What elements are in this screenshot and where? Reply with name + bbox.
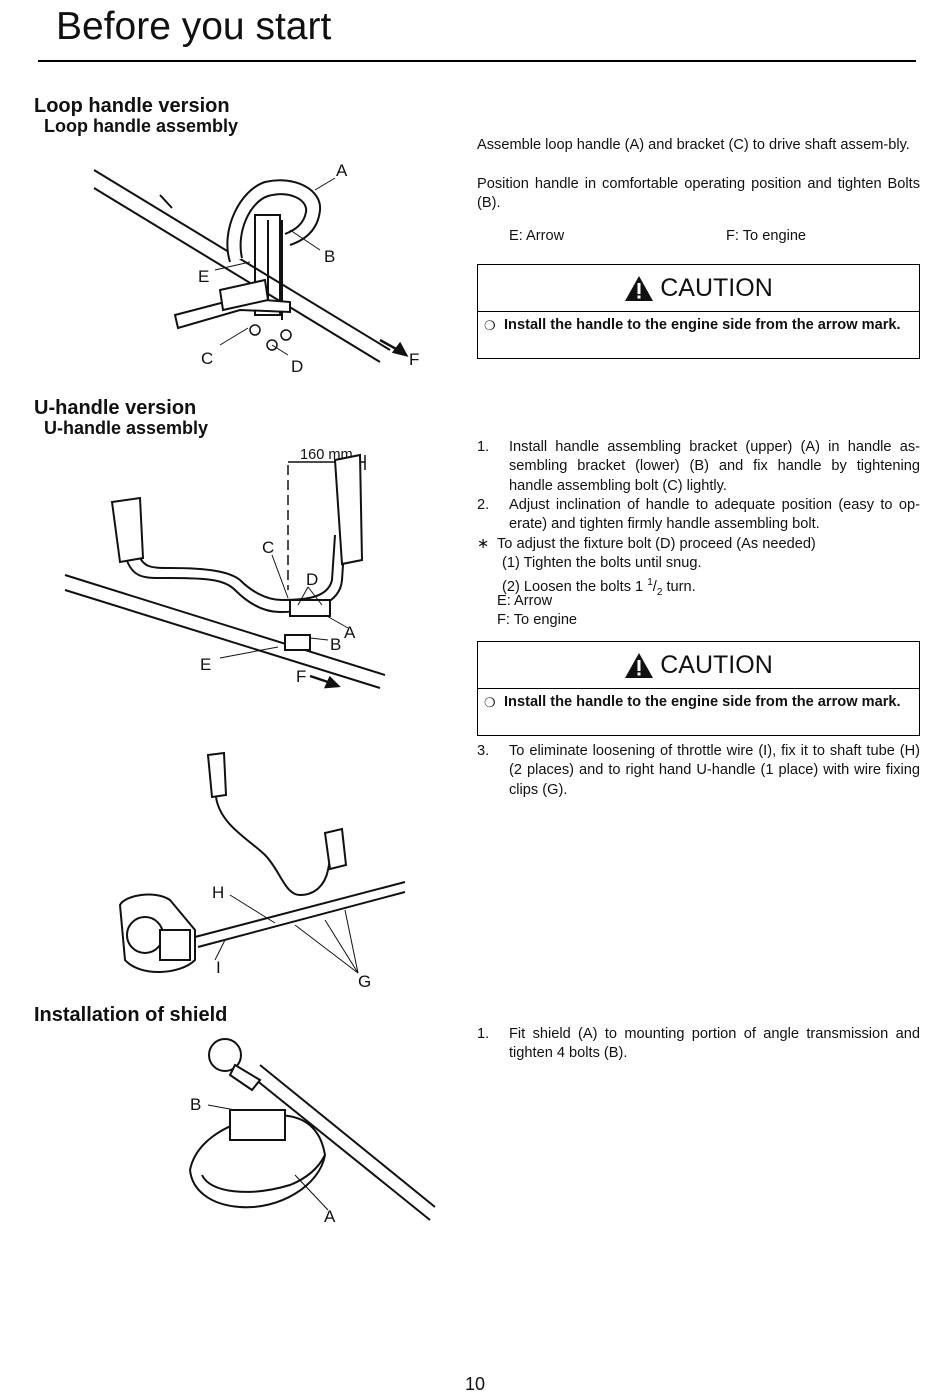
loop-label-b: B (324, 247, 335, 266)
u-note: ∗ To adjust the fixture bolt (D) proceed … (477, 535, 920, 554)
shield-step-1-text: Fit shield (A) to mounting portion of an… (509, 1026, 920, 1062)
throttle-label-i: I (216, 958, 221, 977)
loop-label-f: F (409, 350, 419, 369)
u-sub-2: (2) Loosen the bolts 1 1/2 turn. (502, 577, 696, 598)
u-handle-illustration (206, 751, 348, 897)
u-caution-text: Install the handle to the engine side fr… (504, 694, 901, 710)
u-note-text: To adjust the fixture bolt (D) proceed (… (497, 536, 816, 552)
u-step-2-text: Adjust inclination of handle to adequate… (509, 497, 920, 533)
shield-illustration (188, 1109, 327, 1209)
shield-figure: B A (188, 1038, 436, 1226)
loop-handle-illustration (173, 179, 322, 330)
u-step-3: 3. To eliminate loosening of throttle wir… (477, 742, 920, 800)
shield-label-b: B (190, 1095, 201, 1114)
u-step-1: 1. Install handle assembling bracket (upp… (477, 438, 920, 496)
loop-caution-box: CAUTION ❍ Install the handle to the engi… (477, 264, 920, 359)
shield-heading: Installation of shield (34, 1004, 228, 1026)
u-caution-title: CAUTION (660, 650, 773, 679)
u-sub-1: (1) Tighten the bolts until snug. (502, 555, 702, 571)
angle-transmission-illustration (208, 1038, 262, 1092)
loop-label-e: E (198, 267, 209, 286)
shield-step-1-number: 1. (477, 1026, 490, 1042)
warning-triangle-icon (625, 275, 654, 301)
u-caution-header: CAUTION (478, 642, 919, 689)
loop-caution-text: Install the handle to the engine side fr… (504, 317, 901, 333)
loop-handle-subheading: Loop handle assembly (44, 116, 239, 136)
shield-label-a: A (324, 1207, 336, 1226)
arrow-illustration (379, 338, 409, 357)
u-label-d: D (306, 570, 318, 589)
u-step-3-text: To eliminate loosening of throttle wire … (509, 743, 920, 798)
loop-caution-title: CAUTION (660, 273, 773, 302)
u-label-c: C (262, 538, 274, 557)
loop-instructions-1: Assemble loop handle (A) and bracket (C)… (477, 137, 910, 153)
u-handle-subheading: U-handle assembly (44, 418, 209, 438)
u-step-1-text: Install handle assembling bracket (upper… (509, 439, 920, 494)
u-handle-heading: U-handle version (34, 397, 197, 419)
loop-instructions-2: Position handle in comfortable operating… (477, 176, 920, 212)
caution-bullet-icon: ❍ (484, 318, 496, 333)
u-handle-illustration (110, 453, 364, 651)
loop-handle-heading: Loop handle version (34, 95, 230, 117)
drive-shaft-illustration (93, 169, 391, 363)
title-rule (38, 60, 916, 62)
page-number: 10 (464, 1374, 486, 1394)
caution-bullet-icon: ❍ (484, 695, 496, 710)
throttle-label-g: G (358, 972, 371, 991)
loop-handle-figure: A B E C D F (93, 161, 419, 376)
shaft-illustration (194, 881, 406, 948)
u-step-2-number: 2. (477, 497, 490, 513)
u-legend-e: E: Arrow (497, 593, 553, 609)
shaft-illustration (64, 574, 386, 689)
bolts-illustration (249, 324, 292, 351)
u-handle-figure: 160 mm C D A B E F (64, 447, 386, 689)
u-step-1-number: 1. (477, 439, 490, 455)
shaft-illustration (249, 1064, 436, 1221)
page-title: Before you start (56, 5, 332, 48)
u-label-f: F (296, 667, 306, 686)
shield-step-1: 1. Fit shield (A) to mounting portion of … (477, 1025, 920, 1064)
loop-label-c: C (201, 349, 213, 368)
engine-illustration (118, 893, 196, 973)
u-label-e: E (200, 655, 211, 674)
warning-triangle-icon (625, 652, 654, 678)
u-step-2: 2. Adjust inclination of handle to adequa… (477, 496, 920, 535)
throttle-wire-figure: H I G (118, 751, 406, 991)
u-step-3-number: 3. (477, 743, 490, 759)
loop-label-d: D (291, 357, 303, 376)
note-asterisk: ∗ (477, 536, 490, 552)
u-caution-box: CAUTION ❍ Install the handle to the engi… (477, 641, 920, 736)
loop-caution-header: CAUTION (478, 265, 919, 312)
loop-label-a: A (336, 161, 348, 180)
throttle-label-h: H (212, 883, 224, 902)
loop-legend-e: E: Arrow (509, 228, 565, 244)
loop-legend-f: F: To engine (726, 228, 807, 244)
u-legend-f: F: To engine (497, 612, 578, 628)
arrow-illustration (309, 674, 341, 689)
u-label-a: A (344, 623, 356, 642)
u-label-b: B (330, 635, 341, 654)
